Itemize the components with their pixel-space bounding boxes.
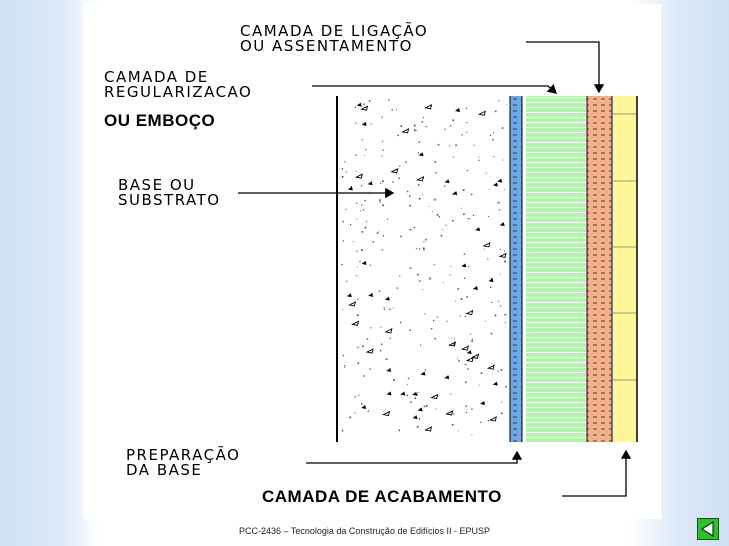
- label-emboco: OU EMBOÇO: [104, 111, 216, 130]
- arrow-acabamento: [562, 449, 632, 497]
- label-ligacao-line2: OU ASSENTAMENTO: [240, 37, 413, 55]
- label-preparacao-line2: DA BASE: [126, 461, 203, 479]
- footer-text: PCC-2436 – Tecnologia da Construção de E…: [239, 526, 490, 536]
- label-base-line2: SUBSTRATO: [118, 191, 221, 209]
- layer-preparacao-pattern: [510, 96, 522, 442]
- layer-ligacao-pattern: [587, 96, 612, 442]
- previous-slide-button[interactable]: [697, 518, 719, 540]
- arrow-preparacao: [306, 450, 523, 464]
- label-camada-ligacao: CAMADA DE LIGAÇÃO OU ASSENTAMENTO: [240, 24, 428, 54]
- label-base-line1: BASE OU: [118, 176, 196, 194]
- layer-regularizacao-pattern: [526, 96, 586, 442]
- base-substrate: [336, 96, 508, 442]
- label-regularizacao-line1: CAMADA DE: [104, 68, 209, 86]
- arrow-ligacao: [526, 41, 605, 94]
- leader-lines: [238, 41, 632, 497]
- label-ligacao-line1: CAMADA DE LIGAÇÃO: [240, 22, 429, 40]
- label-regularizacao-line2: REGULARIZACAO: [104, 83, 253, 101]
- label-camada-acabamento: CAMADA DE ACABAMENTO: [262, 487, 502, 506]
- label-preparacao-base: PREPARAÇÃO DA BASE: [126, 448, 240, 478]
- label-preparacao-line1: PREPARAÇÃO: [126, 446, 241, 464]
- tile-joints: [613, 113, 637, 381]
- aggregate-speckles: [341, 99, 508, 436]
- arrow-regularizacao: [312, 83, 557, 94]
- triangle-left-icon: [700, 520, 714, 538]
- label-camada-regularizacao: CAMADA DE REGULARIZACAO: [104, 70, 252, 100]
- layer-acabamento: [613, 96, 637, 442]
- label-base-substrato: BASE OU SUBSTRATO: [118, 178, 221, 208]
